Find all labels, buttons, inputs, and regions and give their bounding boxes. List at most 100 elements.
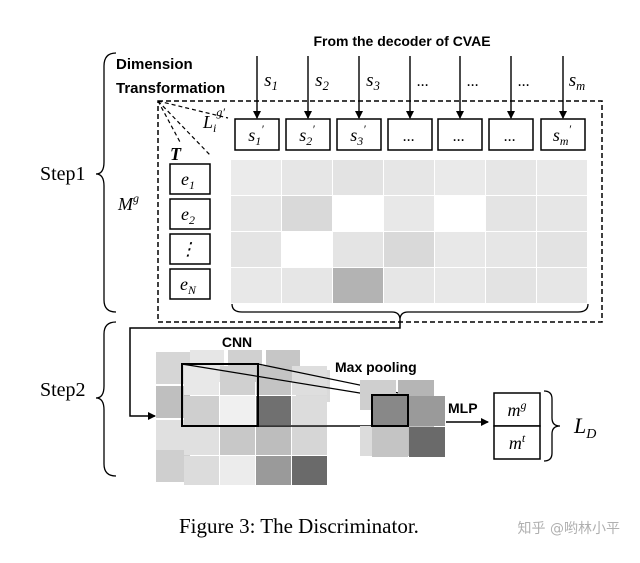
entity-label-1-base: e <box>181 169 189 189</box>
cnn-cell-r4-c4 <box>292 456 327 485</box>
ld-sub: D <box>585 427 596 442</box>
mg-sup: g <box>133 191 139 205</box>
transformed-box-5 <box>437 118 483 151</box>
transformed-label-4-base: ... <box>403 128 415 145</box>
conv-projection-top <box>181 363 373 396</box>
matrix-cell-r3-c7 <box>537 232 587 267</box>
cnn-label: CNN <box>222 334 252 350</box>
transformed-label-1-base: s <box>248 125 255 145</box>
entity-label-1: e1 <box>181 169 195 192</box>
pooling-front-layer <box>372 396 445 457</box>
input-label-7-base: s <box>569 70 576 91</box>
transformed-label-2-sub: 2 <box>306 134 312 148</box>
input-label-1-base: s <box>264 70 271 91</box>
matrix-cell-r2-c6 <box>486 196 536 231</box>
mlp-label: MLP <box>448 400 478 416</box>
transformed-label-5-base: ... <box>453 128 465 145</box>
matrix-cell-r1-c6 <box>486 160 536 195</box>
pool-cell-r2-c1 <box>372 427 408 457</box>
input-label-3-base: s <box>366 70 373 91</box>
transformed-label-6-base: ... <box>504 128 516 145</box>
transformed-box-2 <box>285 118 331 151</box>
input-label-1: s1 <box>264 70 278 93</box>
projection-line-1 <box>157 100 211 156</box>
transformed-label-7: sm′ <box>553 122 572 148</box>
cnn-cell-r3-c2 <box>220 426 255 455</box>
transformed-box-6 <box>488 118 534 151</box>
entity-label-1-sub: 1 <box>189 178 195 192</box>
t-label: T <box>170 144 182 164</box>
entity-label-4: eN <box>180 274 197 297</box>
input-label-6-base: ... <box>518 73 530 90</box>
matrix-cell-r2-c3 <box>333 196 383 231</box>
transformed-input-boxes: s1′s2′s3′.........sm′ <box>234 118 586 151</box>
input-label-5-base: ... <box>467 73 479 90</box>
entity-label-4-sub: N <box>187 283 197 297</box>
output-mt: mt <box>509 431 526 453</box>
matrix-cell-r4-c6 <box>486 268 536 303</box>
watermark: 知乎 @哟林小平 <box>518 520 620 537</box>
transformed-label-1: s1′ <box>248 122 264 148</box>
input-label-4-base: ... <box>417 73 429 90</box>
mg-label: Mg <box>117 191 139 214</box>
input-label-2: s2 <box>315 70 329 93</box>
input-label-7: sm <box>569 70 585 93</box>
input-label-7-sub: m <box>576 79 585 93</box>
cnn-cell-r1-c1 <box>184 366 219 395</box>
interaction-matrix <box>231 160 587 303</box>
input-label-1-sub: 1 <box>272 79 278 93</box>
transformed-label-7-sup: ′ <box>568 122 571 136</box>
entity-label-4-base: e <box>180 274 188 294</box>
cnn-cell-r2-c2 <box>220 396 255 425</box>
cnn-cell-r1-c4 <box>292 366 327 395</box>
output-mt-base: m <box>509 433 522 453</box>
output-mg-sup: g <box>521 398 527 412</box>
step2-brace <box>95 321 117 477</box>
entity-label-3: ⋮ <box>179 239 197 259</box>
transformed-label-2-sup: ′ <box>312 122 315 136</box>
matrix-cell-r4-c4 <box>384 268 434 303</box>
output-brace <box>543 390 561 462</box>
projection-line-2 <box>157 100 229 119</box>
cnn-cell-r4-c1 <box>184 456 219 485</box>
li-label: Lig′ <box>202 105 225 135</box>
input-label-6: ... <box>518 73 530 90</box>
projection-line-3 <box>157 100 181 143</box>
figure-caption: Figure 3: The Discriminator. <box>179 514 419 538</box>
li-sub: i <box>213 121 216 135</box>
input-label-2-sub: 2 <box>323 79 329 93</box>
transformed-box-3 <box>336 118 382 151</box>
entity-label-2-base: e <box>181 204 189 224</box>
mg-base: M <box>117 194 134 214</box>
matrix-cell-r3-c5 <box>435 232 485 267</box>
li-base: L <box>202 112 213 132</box>
ld-base: L <box>573 413 586 438</box>
ld-label: LD <box>573 413 596 442</box>
transformed-label-3-base: s <box>350 125 357 145</box>
transformed-box-1 <box>234 118 280 151</box>
cnn-cell-r4-c2 <box>220 456 255 485</box>
decoder-label: From the decoder of CVAE <box>313 33 490 49</box>
transformed-label-5: ... <box>453 128 465 145</box>
matrix-to-cnn-arrow <box>129 320 401 420</box>
matrix-cell-r1-c5 <box>435 160 485 195</box>
matrix-cell-r2-c2 <box>282 196 332 231</box>
transformed-label-2: s2′ <box>299 122 315 148</box>
dimension-label: Dimension <box>116 56 193 73</box>
transformation-label: Transformation <box>116 80 225 97</box>
matrix-cell-r3-c6 <box>486 232 536 267</box>
matrix-cell-r4-c2 <box>282 268 332 303</box>
output-mt-sup: t <box>522 431 526 445</box>
entity-box-1 <box>169 163 211 195</box>
transformed-label-7-sub: m <box>560 134 569 148</box>
matrix-cell-r2-c1 <box>231 196 281 231</box>
cnn-cell-r3-c3 <box>256 426 291 455</box>
matrix-cell-r1-c1 <box>231 160 281 195</box>
input-arrows <box>253 56 567 119</box>
transformed-box-4 <box>387 118 433 151</box>
transformed-label-2-base: s <box>299 125 306 145</box>
output-box-mt <box>493 425 541 460</box>
entity-label-3-base: ⋮ <box>179 239 197 259</box>
